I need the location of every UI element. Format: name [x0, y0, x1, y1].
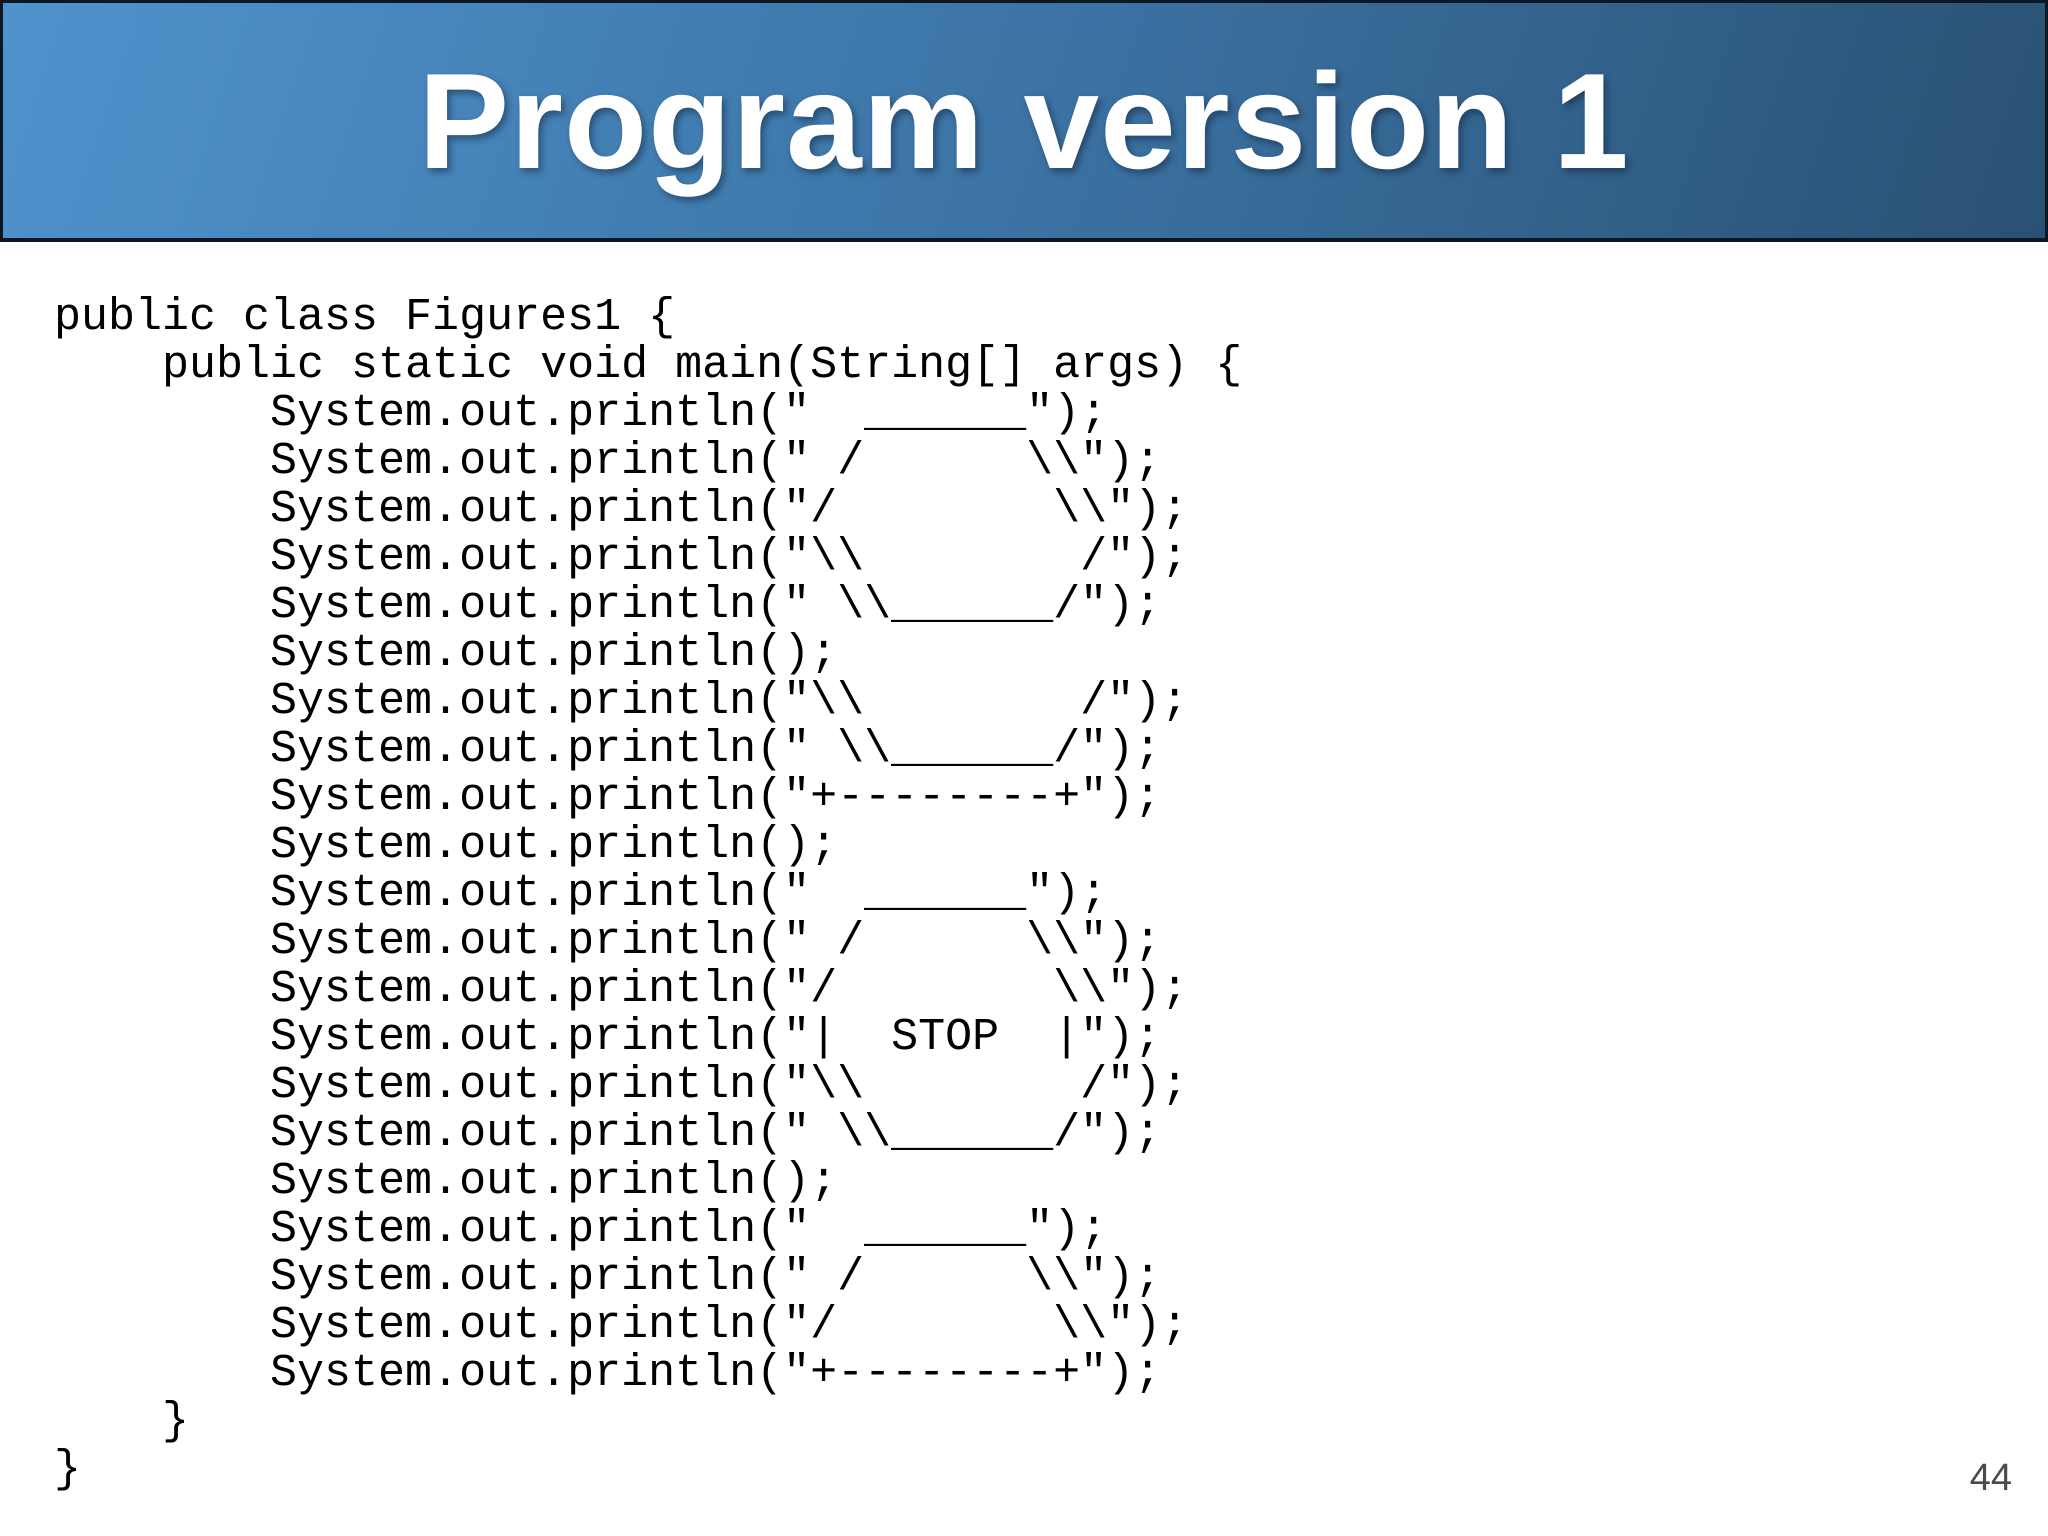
java-code-block: public class Figures1 { public static vo…	[54, 292, 1243, 1495]
slide-title: Program version 1	[418, 44, 1630, 197]
page-number: 44	[1969, 1457, 2012, 1499]
slide-title-bar: Program version 1	[0, 0, 2048, 242]
